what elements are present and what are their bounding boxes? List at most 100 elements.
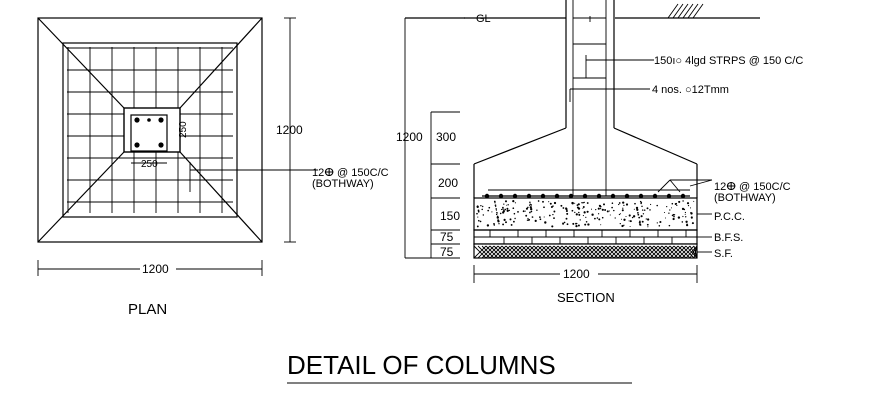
pcc-speck-133 — [634, 202, 636, 205]
section-width-dim: 1200 — [563, 267, 590, 281]
pcc-speck-241 — [582, 207, 584, 209]
pcc-speck-127 — [621, 209, 624, 212]
pcc-speck-116 — [613, 209, 615, 212]
plan-rebar-grid — [67, 47, 233, 213]
pcc-speck-44 — [611, 202, 614, 204]
pcc-speck-187 — [581, 202, 583, 204]
pcc-speck-139 — [628, 220, 630, 222]
pcc-speck-6 — [597, 213, 600, 215]
pcc-speck-224 — [506, 207, 509, 210]
gl-hatch-line-0 — [667, 3, 679, 19]
pcc-speck-122 — [495, 209, 497, 211]
pcc-speck-70 — [526, 219, 529, 221]
pcc-speck-51 — [542, 200, 544, 203]
plan-view: 250 250 12ⴲ @ 150C/C (BOTHWAY) 1200 1200… — [37, 17, 389, 318]
pcc-speck-79 — [524, 210, 526, 212]
section-rebar-dot-14 — [680, 193, 686, 199]
pcc-speck-245 — [532, 216, 534, 218]
pcc-speck-221 — [639, 200, 642, 203]
section-rebar-dot-3 — [526, 193, 532, 199]
section-rebar-dot-5 — [554, 193, 560, 199]
pcc-speck-175 — [647, 226, 649, 228]
pcc-speck-204 — [502, 208, 504, 210]
pcc-speck-33 — [577, 203, 580, 206]
pcc-speck-214 — [601, 216, 604, 219]
pcc-speck-104 — [576, 204, 579, 206]
pcc-speck-142 — [672, 217, 675, 221]
pcc-speck-136 — [633, 208, 635, 210]
pcc-speck-126 — [575, 213, 578, 216]
section-rebar-dot-4 — [540, 193, 546, 199]
pcc-speck-115 — [543, 216, 545, 218]
pcc-speck-193 — [629, 226, 631, 227]
pcc-speck-34 — [670, 207, 673, 209]
pcc-speck-148 — [476, 225, 479, 228]
pcc-speck-88 — [536, 209, 538, 211]
dim-75b: 75 — [440, 245, 454, 259]
pcc-speck-205 — [671, 214, 674, 217]
pcc-speck-110 — [495, 208, 498, 210]
pcc-speck-17 — [618, 203, 620, 206]
pcc-speck-163 — [640, 215, 643, 218]
pcc-speck-71 — [673, 215, 675, 218]
pcc-speck-54 — [502, 223, 505, 226]
pcc-speck-114 — [600, 224, 602, 226]
ground-label: GL — [476, 13, 491, 25]
pcc-speck-56 — [575, 224, 578, 228]
pcc-speck-172 — [597, 207, 600, 210]
plan-height-dim: 1200 — [276, 123, 303, 137]
pcc-speck-87 — [632, 215, 636, 218]
pcc-speck-7 — [486, 224, 490, 227]
pcc-speck-192 — [562, 222, 565, 225]
pcc-speck-181 — [514, 202, 517, 204]
gl-hatch-line-5 — [692, 3, 704, 19]
pcc-speck-259 — [618, 213, 621, 216]
pcc-speck-58 — [646, 223, 649, 226]
sf-hatch-b-55 — [693, 245, 698, 259]
plan-col-width-dim: 250 — [141, 159, 158, 170]
pcc-speck-216 — [586, 210, 589, 213]
section-rebar-note: 12ⴲ @ 150C/C — [714, 181, 791, 193]
pcc-speck-246 — [482, 205, 484, 208]
pcc-speck-40 — [583, 201, 585, 204]
section-rebar-dot-1 — [498, 193, 504, 199]
pcc-speck-123 — [507, 204, 509, 206]
pcc-speck-30 — [477, 209, 480, 212]
pcc-speck-64 — [487, 209, 490, 212]
pcc-speck-170 — [641, 205, 643, 208]
pcc-speck-61 — [596, 217, 599, 219]
pcc-speck-184 — [658, 225, 661, 227]
pcc-speck-143 — [565, 209, 568, 213]
pcc-speck-157 — [502, 206, 504, 209]
plan-rebar-note: 12ⴲ @ 150C/C — [312, 167, 389, 179]
gl-hatch-line-1 — [672, 3, 684, 19]
pcc-speck-238 — [577, 207, 581, 210]
pcc-speck-5 — [527, 217, 529, 220]
pcc-speck-15 — [668, 212, 670, 214]
pcc-speck-43 — [506, 204, 508, 206]
pcc-speck-92 — [684, 216, 687, 218]
dim-300: 300 — [436, 130, 456, 144]
pcc-speck-159 — [598, 218, 601, 221]
pcc-speck-84 — [668, 224, 671, 227]
pcc-speck-200 — [578, 213, 581, 216]
section-view: GL 150ı○ 4lgd STRPS @ 150 C/C 4 nos. ○12… — [396, 0, 803, 305]
pcc-speck-199 — [659, 220, 662, 224]
section-rebar-dot-9 — [610, 193, 616, 199]
pcc-speck-113 — [691, 222, 694, 225]
pcc-speck-55 — [584, 223, 587, 226]
stirrups-note: 150ı○ 4lgd STRPS @ 150 C/C — [654, 55, 803, 67]
pcc-speck-73 — [566, 223, 569, 226]
pcc-speck-228 — [598, 204, 601, 207]
ground-hatch — [667, 3, 704, 19]
plan-width-dim: 1200 — [142, 262, 169, 276]
pcc-speck-97 — [506, 209, 509, 212]
pcc-speck-162 — [504, 208, 507, 211]
pcc-speck-103 — [609, 214, 611, 216]
pcc-speck-202 — [505, 221, 507, 224]
gl-hatch-line-3 — [682, 3, 694, 19]
pcc-speck-167 — [530, 207, 533, 211]
pcc-speck-239 — [640, 202, 642, 205]
pcc-speck-72 — [656, 204, 658, 207]
section-rebar-dot-10 — [624, 193, 630, 199]
